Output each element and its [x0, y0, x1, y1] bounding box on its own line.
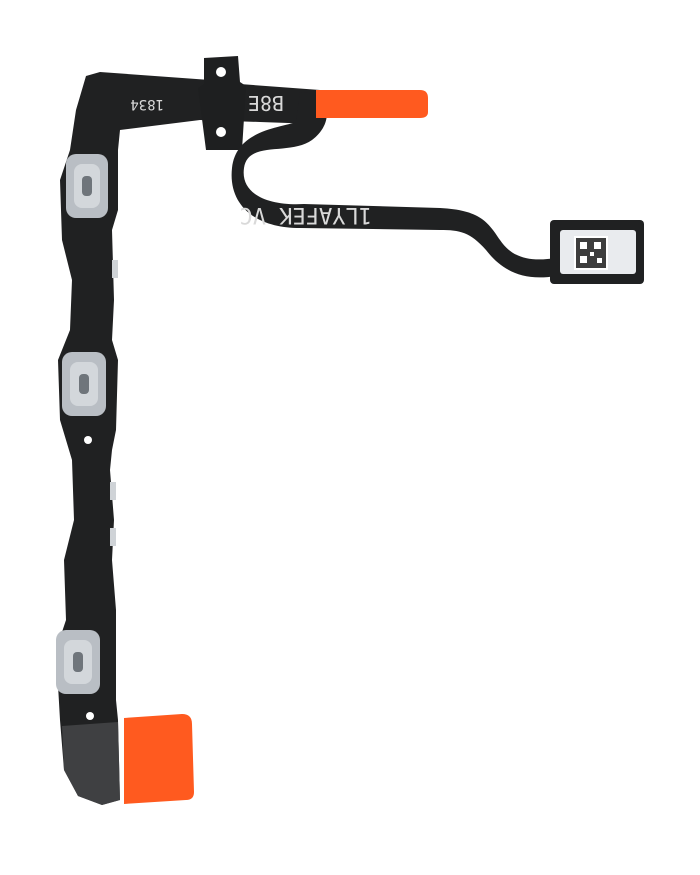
mount-hole-bottom: [216, 127, 226, 137]
silk-label-flex: 1LYAFEK VC: [240, 202, 372, 227]
edge-contact-1: [112, 260, 118, 278]
gray-stiffener-bottom: [62, 722, 120, 805]
strip-hole-2: [86, 712, 94, 720]
silk-label-b8e: B8E: [248, 91, 284, 115]
orange-stiffener-top: [316, 90, 428, 118]
button-bottom: [56, 630, 100, 694]
orange-stiffener-bottom: [124, 714, 194, 804]
strip-hole-1: [84, 436, 92, 444]
mount-hole-top: [216, 67, 226, 77]
qr-code-icon: [574, 236, 608, 270]
edge-contact-3: [110, 528, 116, 546]
edge-contact-2: [110, 482, 116, 500]
mount-tab: [198, 56, 246, 150]
button-middle: [62, 352, 106, 416]
silk-label-1834: 1834: [130, 96, 164, 112]
button-top: [66, 154, 108, 218]
flex-s-curve: [231, 92, 556, 278]
